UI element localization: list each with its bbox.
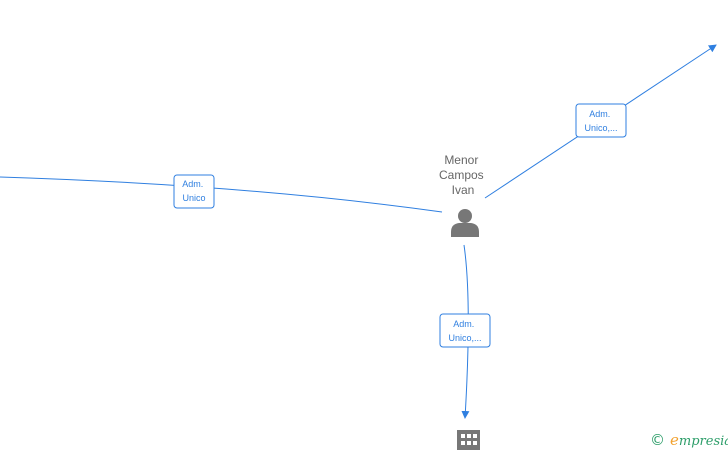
person-name: Menor Campos Ivan: [439, 153, 487, 197]
edge-label-left[interactable]: Adm. Unico: [173, 174, 215, 209]
brand-rest: mpresia: [679, 434, 728, 449]
empresia-watermark: © empresia: [650, 431, 728, 449]
edge-label-right-line1: Adm.: [589, 109, 610, 119]
person-node[interactable]: Menor Campos Ivan: [439, 153, 487, 237]
svg-text:Adm. Unico,...: Adm. Unico,...: [584, 109, 617, 133]
person-icon: [451, 209, 479, 237]
edge-label-down-line2: Unico,...: [448, 333, 481, 343]
edge-line-left: [0, 176, 443, 213]
svg-text:Adm. Unico: Adm. Unico: [182, 179, 206, 203]
company-node[interactable]: [457, 430, 480, 450]
brand-initial: e: [670, 431, 679, 449]
edge-label-right-line2: Unico,...: [584, 123, 617, 133]
person-name-line1: Menor: [444, 153, 478, 167]
svg-text:Adm. Unico,...: Adm. Unico,...: [448, 319, 481, 343]
copyright-symbol: ©: [650, 431, 665, 449]
edge-label-left-line1: Adm.: [182, 179, 203, 189]
brand-name: empresia: [670, 431, 728, 449]
edge-label-right[interactable]: Adm. Unico,...: [575, 103, 627, 138]
edge-label-left-line2: Unico: [182, 193, 205, 203]
building-icon: [457, 430, 480, 450]
edge-label-down[interactable]: Adm. Unico,...: [439, 313, 491, 348]
edge-label-down-line1: Adm.: [453, 319, 474, 329]
person-name-line2: Campos: [439, 168, 484, 182]
person-name-line3: Ivan: [452, 183, 475, 197]
